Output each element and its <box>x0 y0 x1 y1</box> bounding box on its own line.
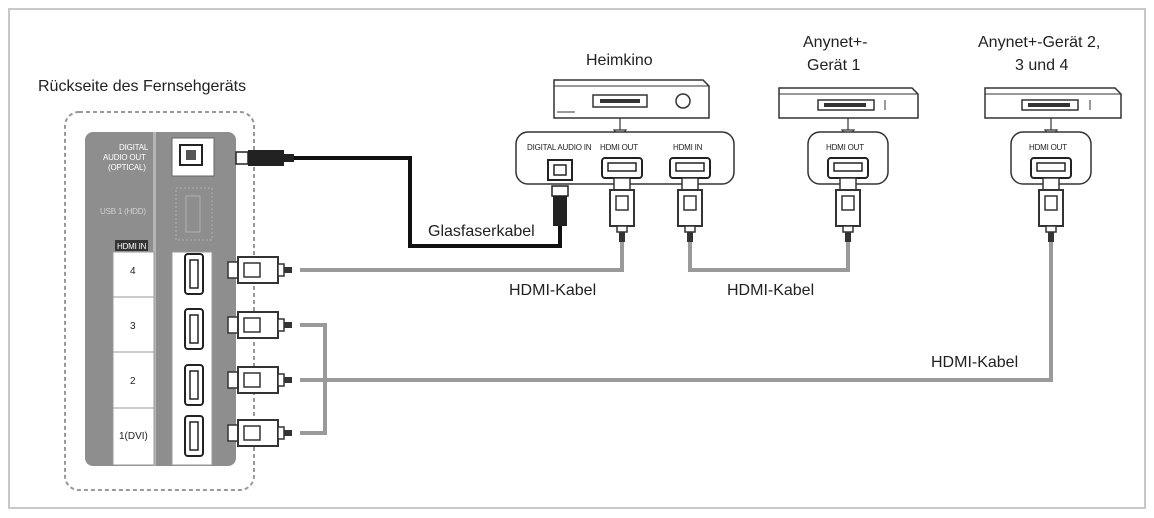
hdmi-port-label-2: 2 <box>130 376 136 387</box>
hdmi-cable-label-2: HDMI-Kabel <box>727 282 814 299</box>
device1-label-line1: Anynet+- <box>803 34 867 51</box>
hdmi-port-label-4: 4 <box>130 266 136 277</box>
hdmi-cable-label-1: HDMI-Kabel <box>509 282 596 299</box>
hdmi-cables <box>300 240 1053 435</box>
tv-panel-dashed-outline <box>64 111 255 491</box>
usb-port <box>185 195 201 233</box>
hdmi-plug-ht-out <box>609 177 635 243</box>
ht-hdmi-in-label: HDMI IN <box>673 143 703 152</box>
hdmi-plug-tv1 <box>227 419 293 447</box>
home-theater-label: Heimkino <box>586 52 653 69</box>
device1-label-line2: Gerät 1 <box>807 57 860 74</box>
hdmi-in-label: HDMI IN <box>117 242 147 251</box>
cable-tv3-tv1-link <box>300 323 327 435</box>
tv-hdmi-socket-3 <box>184 308 204 350</box>
hdmi-plug-device1 <box>835 177 861 243</box>
tv-hdmi-socket-1 <box>184 415 204 457</box>
anynet-device-234 <box>984 87 1122 185</box>
device234-label-line1: Anynet+-Gerät 2, <box>978 34 1100 51</box>
anynet-device-1 <box>778 87 919 185</box>
hdmi-plug-tv2 <box>227 366 293 394</box>
cable-tv4-to-ht-hdmi-out <box>300 240 624 272</box>
hdmi-port-label-1: 1(DVI) <box>119 431 148 442</box>
hdmi-plug-device234 <box>1038 177 1064 243</box>
tv-hdmi-socket-4 <box>184 253 204 295</box>
digital-audio-out-label-2: AUDIO OUT <box>103 153 146 162</box>
usb-label: USB 1 (HDD) <box>100 207 146 216</box>
hdmi-plug-tv4 <box>227 256 293 284</box>
hdmi-plug-ht-in <box>677 177 703 243</box>
optical-cable <box>235 150 569 248</box>
cable-ht-hdmi-in-to-device1 <box>688 240 850 272</box>
ht-digital-audio-in-label: DIGITAL AUDIO IN <box>527 143 592 152</box>
tv-back-label: Rückseite des Fernsehgeräts <box>38 78 246 95</box>
cable-tv2-to-device234 <box>300 240 1053 382</box>
hdmi-plug-tv3 <box>227 311 293 339</box>
device234-label-line2: 3 und 4 <box>1015 57 1068 74</box>
tv-back-panel: DIGITAL AUDIO OUT (OPTICAL) USB 1 (HDD) … <box>64 111 255 491</box>
ht-optical-in-socket <box>553 164 567 176</box>
digital-audio-out-label-3: (OPTICAL) <box>108 163 146 172</box>
hdmi-cable-label-3: HDMI-Kabel <box>931 354 1018 371</box>
ht-hdmi-out-label: HDMI OUT <box>600 143 638 152</box>
hdmi-in-header <box>115 240 148 251</box>
usb-port-box <box>175 187 213 241</box>
tv-hdmi-socket-2 <box>184 364 204 406</box>
tv-panel-body <box>85 132 236 466</box>
optical-out-socket <box>186 150 196 160</box>
device1-hdmi-out-label: HDMI OUT <box>826 143 864 152</box>
diagram-frame <box>8 8 1146 509</box>
hdmi-port-label-3: 3 <box>130 321 136 332</box>
digital-audio-out-label: DIGITAL <box>119 143 149 152</box>
optical-cable-label: Glasfaserkabel <box>428 223 535 240</box>
device234-hdmi-out-label: HDMI OUT <box>1029 143 1067 152</box>
